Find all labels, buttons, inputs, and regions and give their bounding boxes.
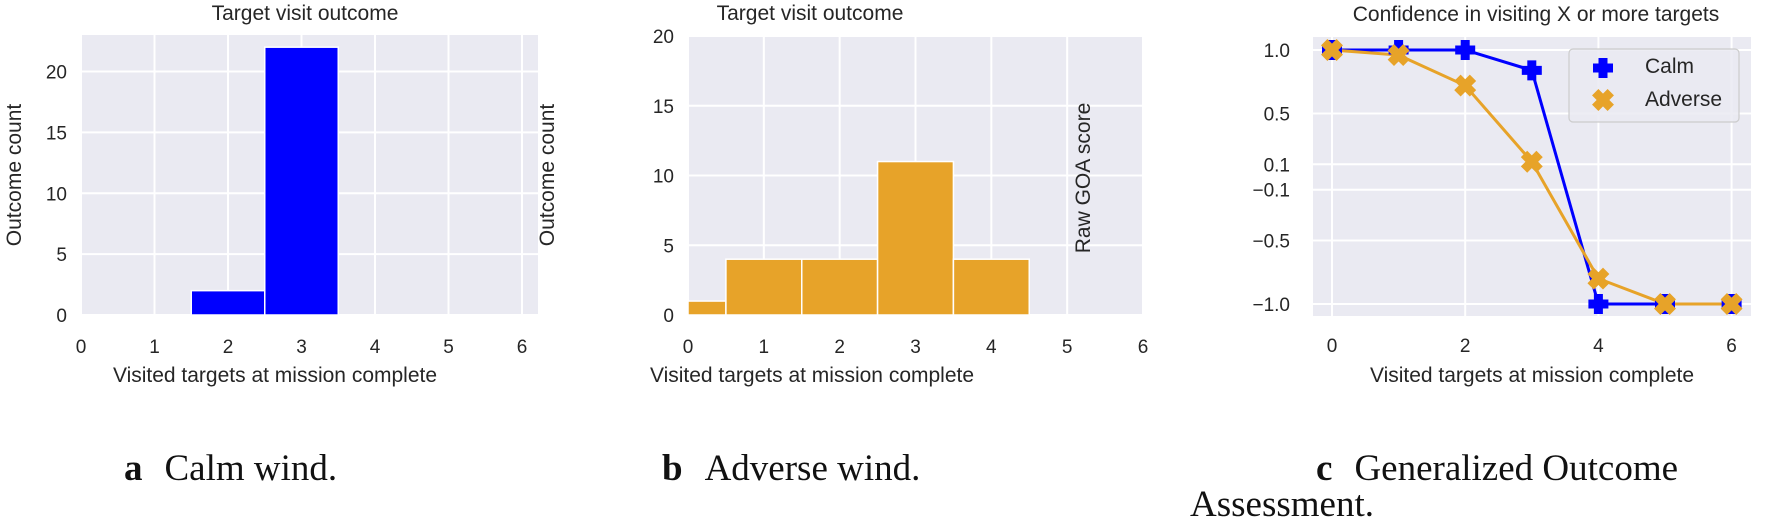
x-axis-label: Visited targets at mission complete [1370, 364, 1694, 387]
data-point-x-marker-icon [1454, 74, 1477, 97]
caption-letter: b [662, 448, 683, 489]
y-tick-label: 0.1 [1264, 155, 1290, 176]
x-tick-label: 2 [834, 337, 845, 358]
x-tick-label: 4 [370, 337, 381, 358]
y-tick-label: 10 [46, 184, 67, 205]
caption-letter: c [1316, 448, 1333, 489]
data-point-plus-marker-icon [1521, 60, 1542, 81]
y-tick-label: −1.0 [1252, 295, 1290, 316]
x-tick-label: 6 [517, 337, 528, 358]
data-point-x-marker-icon [1587, 267, 1610, 290]
caption-c-continued: Assessment. [1190, 484, 1374, 526]
y-tick-label: −0.5 [1252, 232, 1290, 253]
bar [190, 289, 266, 316]
x-tick-label: 4 [986, 337, 997, 358]
chart-title: Target visit outcome [212, 2, 399, 25]
y-axis-label: Outcome count [536, 104, 559, 247]
y-axis-label: Raw GOA score [1072, 103, 1095, 254]
y-tick-label: 0 [56, 306, 67, 327]
bar [725, 258, 803, 316]
y-tick-labels: 1.0 0.5 0.1 −0.1 −0.5 −1.0 [1252, 41, 1290, 316]
legend-label-calm: Calm [1645, 55, 1694, 78]
data-point-x-marker-icon [1387, 44, 1410, 67]
plus-marker-icon [1593, 58, 1613, 78]
data-point-plus-marker-icon [1588, 294, 1609, 314]
x-tick-labels: 0 2 4 6 [1327, 336, 1737, 357]
data-point-x-marker-icon [1654, 293, 1676, 315]
x-marker-icon [1592, 89, 1614, 111]
grid-lines [80, 35, 538, 316]
x-tick-label: 0 [683, 337, 694, 358]
x-tick-label: 2 [1460, 336, 1471, 357]
y-tick-label: 0.5 [1264, 105, 1290, 126]
x-tick-label: 4 [1593, 336, 1604, 357]
series-lines [1321, 39, 1743, 315]
bar [952, 258, 1031, 316]
y-tick-labels: 0 5 10 15 20 [46, 63, 67, 327]
x-tick-label: 3 [296, 337, 307, 358]
y-tick-label: −0.1 [1252, 181, 1290, 202]
caption-text: Adverse wind. [704, 448, 921, 489]
y-tick-label: 20 [46, 63, 67, 84]
chart-title: Confidence in visiting X or more targets [1353, 3, 1720, 26]
plus-marker-icon [1593, 58, 1613, 78]
caption-text: Assessment. [1190, 484, 1374, 525]
data-point-x-marker-icon [1321, 39, 1343, 61]
x-tick-label: 3 [910, 337, 921, 358]
bars [687, 160, 1031, 316]
legend-label-adverse: Adverse [1645, 88, 1722, 111]
chart-goa-confidence: Confidence in visiting X or more targets… [1072, 3, 1751, 387]
x-tick-label: 5 [443, 337, 454, 358]
caption-letter: a [124, 448, 143, 489]
bars [190, 46, 339, 316]
x-tick-label: 1 [149, 337, 160, 358]
y-tick-label: 5 [56, 245, 67, 266]
chart-calm-wind: Target visit outcome 0 1 2 3 4 5 6 0 5 10 15 20 Vi… [3, 2, 538, 387]
chart-title: Target visit outcome [717, 2, 904, 25]
x-tick-label: 0 [1327, 336, 1338, 357]
y-tick-label: 1.0 [1264, 41, 1290, 62]
caption-a: a Calm wind. [124, 448, 338, 490]
x-tick-labels: 0 1 2 3 4 5 6 [683, 337, 1149, 358]
caption-text: Calm wind. [164, 448, 338, 489]
x-tick-label: 1 [759, 337, 770, 358]
y-tick-label: 20 [653, 27, 674, 48]
y-axis-label: Outcome count [3, 104, 26, 247]
bar [687, 300, 727, 316]
x-axis-label: Visited targets at mission complete [113, 364, 437, 387]
caption-c: c Generalized Outcome [1316, 448, 1679, 490]
x-tick-label: 6 [1726, 336, 1737, 357]
x-marker-icon [1592, 89, 1614, 111]
x-axis-label: Visited targets at mission complete [650, 364, 974, 387]
y-tick-label: 5 [663, 236, 674, 257]
y-tick-label: 15 [653, 97, 674, 118]
legend: Calm Adverse [1568, 48, 1740, 123]
caption-b: b Adverse wind. [662, 448, 921, 490]
x-tick-label: 2 [223, 337, 234, 358]
x-tick-labels: 0 1 2 3 4 5 6 [76, 337, 528, 358]
data-point-plus-marker-icon [1455, 40, 1476, 60]
y-tick-label: 15 [46, 123, 67, 144]
caption-text: Generalized Outcome [1354, 448, 1679, 489]
bar [876, 160, 955, 316]
x-tick-label: 0 [76, 337, 87, 358]
y-tick-label: 10 [653, 167, 674, 188]
chart-adverse-wind: Target visit outcome 0 1 2 3 4 5 6 0 5 10 15 20 Vi… [536, 2, 1148, 387]
x-tick-label: 5 [1062, 337, 1073, 358]
bar [801, 258, 879, 316]
bar [264, 46, 339, 316]
data-point-x-marker-icon [1720, 293, 1743, 315]
y-tick-label: 0 [663, 306, 674, 327]
x-tick-label: 6 [1138, 337, 1149, 358]
y-tick-labels: 0 5 10 15 20 [653, 27, 674, 327]
data-point-x-marker-icon [1520, 150, 1543, 173]
